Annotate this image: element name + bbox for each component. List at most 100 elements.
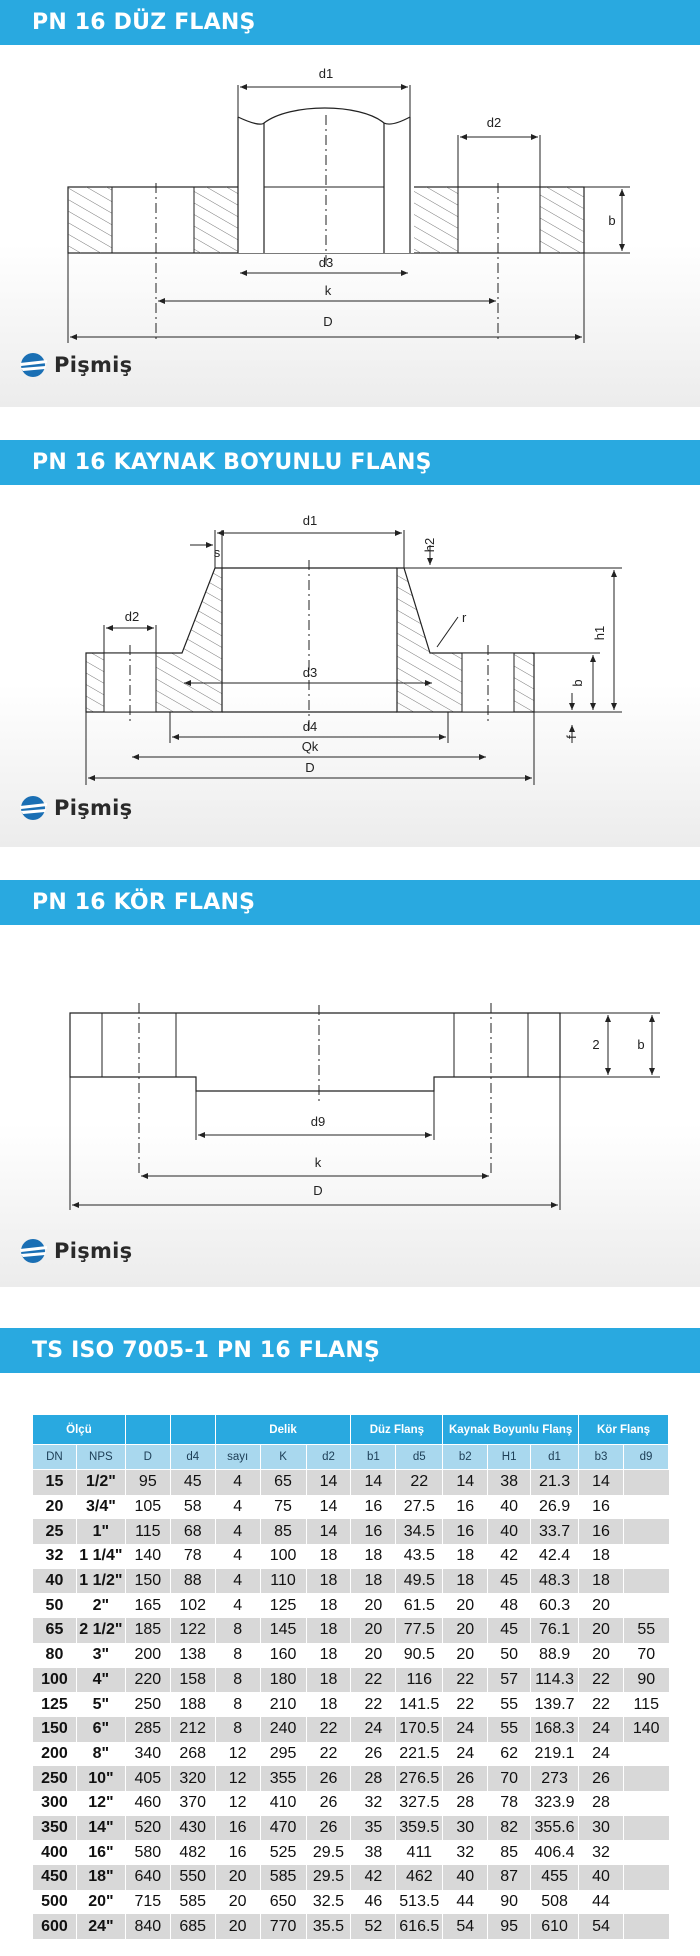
table-cell: 18 bbox=[578, 1568, 624, 1594]
table-cell: 26 bbox=[350, 1741, 396, 1767]
table-cell: 16 bbox=[442, 1519, 488, 1545]
brand-name: Pişmiş bbox=[54, 1239, 133, 1263]
table-cell: 14 bbox=[442, 1469, 488, 1495]
col-header: DN bbox=[32, 1444, 77, 1470]
table-cell: 22 bbox=[442, 1692, 488, 1717]
table-cell: 28 bbox=[442, 1790, 488, 1816]
table-cell: 180 bbox=[259, 1667, 307, 1693]
table-cell: 20 bbox=[578, 1593, 624, 1619]
table-cell: 140 bbox=[124, 1544, 171, 1569]
table-cell: 5" bbox=[75, 1692, 126, 1717]
col-header: sayı bbox=[214, 1444, 261, 1470]
table-cell: 77.5 bbox=[395, 1618, 443, 1643]
brand-logo: Pişmiş bbox=[18, 352, 132, 378]
table-cell: 26 bbox=[305, 1790, 351, 1816]
table-cell: 16 bbox=[442, 1494, 488, 1520]
table-cell: 160 bbox=[259, 1642, 307, 1668]
duz-flans-panel: d1 d2 d3 k D b Pişmiş bbox=[0, 45, 700, 407]
table-cell: 273 bbox=[530, 1766, 579, 1791]
table-cell: 14 bbox=[305, 1519, 351, 1545]
table-cell: 38 bbox=[487, 1469, 531, 1495]
table-cell: 323.9 bbox=[530, 1790, 579, 1816]
table-cell: 85 bbox=[487, 1840, 531, 1865]
table-cell: 32 bbox=[32, 1544, 77, 1569]
header-blank bbox=[124, 1414, 171, 1445]
table-cell: 16" bbox=[75, 1840, 126, 1865]
table-cell: 95 bbox=[487, 1914, 531, 1940]
brand-logo: Pişmiş bbox=[18, 795, 132, 821]
col-header: D bbox=[124, 1444, 171, 1470]
table-cell: 355 bbox=[259, 1766, 307, 1791]
table-cell: 520 bbox=[124, 1815, 171, 1841]
table-cell: 185 bbox=[124, 1618, 171, 1643]
header-blank bbox=[169, 1414, 216, 1445]
table-cell: 20 bbox=[442, 1593, 488, 1619]
label-b: b bbox=[570, 679, 585, 686]
table-cell: 14 bbox=[305, 1494, 351, 1520]
header-delik: Delik bbox=[214, 1414, 352, 1445]
table-cell: 18 bbox=[350, 1544, 396, 1569]
col-header: H1 bbox=[487, 1444, 532, 1470]
table-cell: 8" bbox=[75, 1741, 126, 1767]
table-cell: 685 bbox=[169, 1914, 216, 1940]
table-cell: 54 bbox=[578, 1914, 624, 1940]
table-cell: 20 bbox=[214, 1865, 261, 1890]
table-cell: 68 bbox=[169, 1519, 216, 1545]
table-cell: 52 bbox=[350, 1914, 396, 1940]
table-cell: 220 bbox=[124, 1667, 171, 1693]
table-cell: 22 bbox=[305, 1716, 351, 1742]
table-cell: 49.5 bbox=[395, 1568, 443, 1594]
table-cell: 61.5 bbox=[395, 1593, 443, 1619]
table-cell: 18 bbox=[305, 1692, 351, 1717]
table-group-header-row: Ölçü Delik Düz Flanş Kaynak Boyunlu Flan… bbox=[32, 1414, 669, 1445]
label-b: b bbox=[608, 213, 615, 228]
table-cell: 95 bbox=[124, 1469, 171, 1495]
section-title-duz-flans: PN 16 DÜZ FLANŞ bbox=[0, 0, 700, 45]
table-cell: 54 bbox=[442, 1914, 488, 1940]
table-cell: 250 bbox=[32, 1766, 77, 1791]
header-kaynak-boyunlu: Kaynak Boyunlu Flanş bbox=[442, 1414, 580, 1445]
table-cell: 62 bbox=[487, 1741, 531, 1767]
table-cell: 20 bbox=[350, 1618, 396, 1643]
table-cell: 340 bbox=[124, 1741, 171, 1767]
table-cell: 48 bbox=[487, 1593, 531, 1619]
table-cell: 4 bbox=[214, 1544, 261, 1569]
table-cell: 24 bbox=[350, 1716, 396, 1742]
header-kor-flans: Kör Flanş bbox=[578, 1414, 669, 1445]
table-cell: 125 bbox=[32, 1692, 77, 1717]
table-cell: 50 bbox=[487, 1642, 531, 1668]
table-cell: 22 bbox=[350, 1692, 396, 1717]
table-cell: 430 bbox=[169, 1815, 216, 1841]
table-cell: 400 bbox=[32, 1840, 77, 1865]
label-D: D bbox=[313, 1183, 322, 1198]
table-cell: 513.5 bbox=[395, 1889, 443, 1915]
col-header: d2 bbox=[305, 1444, 352, 1470]
table-cell: 65 bbox=[259, 1469, 307, 1495]
table-cell: 170.5 bbox=[395, 1716, 443, 1742]
table-cell: 16 bbox=[350, 1494, 396, 1520]
brand-logo: Pişmiş bbox=[18, 1238, 132, 1264]
col-header: b3 bbox=[578, 1444, 624, 1470]
table-cell: 90 bbox=[622, 1667, 669, 1693]
table-cell bbox=[622, 1469, 669, 1495]
table-cell: 410 bbox=[259, 1790, 307, 1816]
table-cell: 4" bbox=[75, 1667, 126, 1693]
table-cell: 16 bbox=[214, 1815, 261, 1841]
col-header: b1 bbox=[350, 1444, 397, 1470]
brand-name: Pişmiş bbox=[54, 796, 133, 820]
table-cell: 105 bbox=[124, 1494, 171, 1520]
table-cell: 33.7 bbox=[530, 1519, 579, 1545]
table-cell: 115 bbox=[124, 1519, 171, 1545]
table-cell: 28 bbox=[578, 1790, 624, 1816]
table-cell: 35 bbox=[350, 1815, 396, 1841]
table-cell: 24" bbox=[75, 1914, 126, 1940]
table-cell: 20" bbox=[75, 1889, 126, 1915]
table-cell: 26.9 bbox=[530, 1494, 579, 1520]
